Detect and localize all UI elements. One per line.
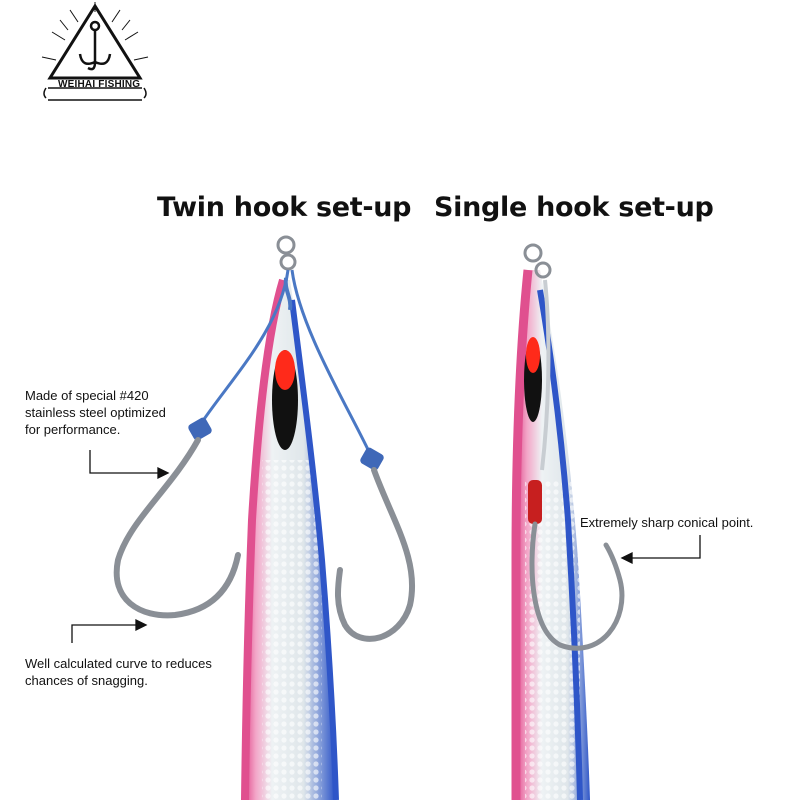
callout-arrows: [71, 450, 701, 643]
twin-hook-heading: Twin hook set-up: [157, 192, 412, 223]
brand-name: WEIHAI FISHING: [58, 79, 141, 90]
single-hook-heading: Single hook set-up: [434, 192, 714, 223]
single-hook-jig: [511, 243, 625, 800]
single-hook: [529, 521, 625, 651]
right-hook: [335, 467, 416, 642]
left-hook: [113, 437, 241, 619]
material-callout: Made of special #420 stainless steel opt…: [25, 388, 166, 437]
treble-hook-icon: [78, 20, 112, 71]
point-callout: Extremely sharp conical point.: [580, 515, 754, 530]
brand-logo: [41, 2, 149, 101]
curve-callout: Well calculated curve to reduces chances…: [25, 656, 212, 688]
split-ring: [276, 235, 296, 255]
red-sleeve: [528, 480, 542, 524]
twin-hook-jig: [113, 235, 416, 800]
